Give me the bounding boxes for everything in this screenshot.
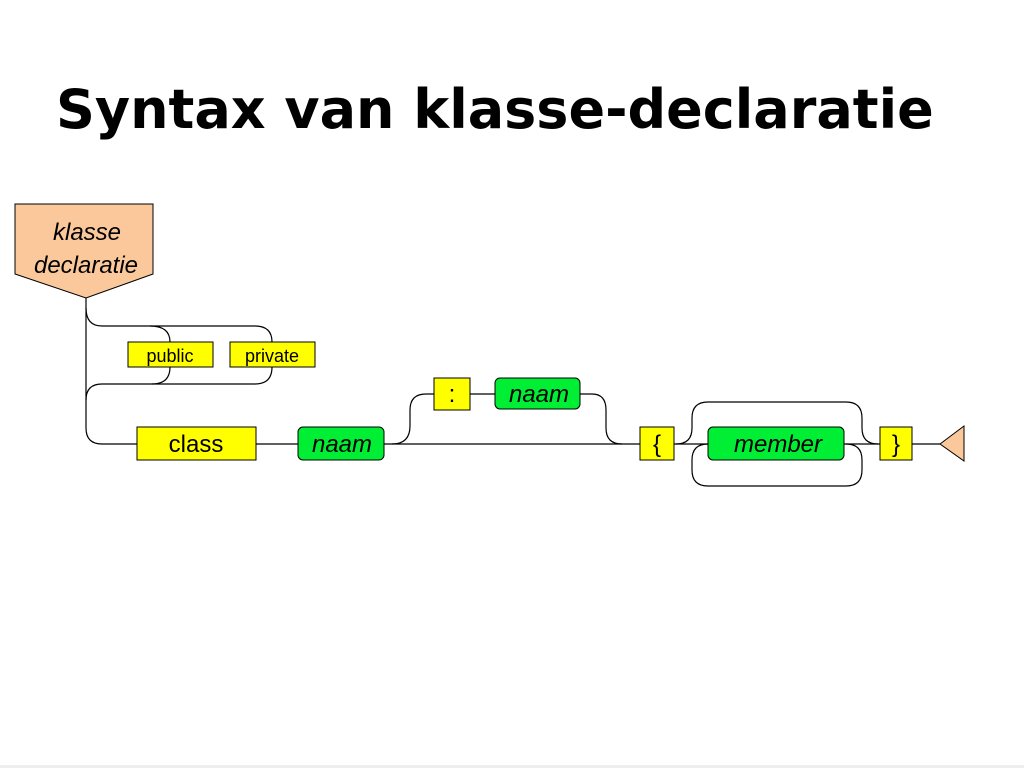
terminal-class: class: [136, 426, 257, 461]
bottom-strip: [0, 765, 1024, 768]
terminal-close-brace: }: [879, 426, 913, 461]
terminal-private: private: [229, 341, 316, 368]
start-label-line1: klasse: [53, 219, 121, 246]
start-label-line2: declaratie: [34, 252, 138, 279]
connector-lines: [85, 298, 940, 487]
trunk-line: [85, 298, 137, 445]
nonterminal-member-label: member: [734, 431, 823, 458]
nonterminal-member: member: [707, 426, 845, 461]
terminal-colon-label: :: [449, 381, 456, 408]
start-node-shape: [14, 203, 154, 299]
private-exit-curve: [85, 366, 273, 401]
terminal-open-brace-label: {: [653, 431, 661, 458]
terminal-private-label: private: [245, 346, 299, 366]
member-repeat-loop: [691, 443, 863, 487]
terminal-public: public: [127, 341, 214, 368]
terminal-public-label: public: [146, 346, 193, 366]
inherit-entry-line: [391, 393, 434, 445]
slide-title: Syntax van klasse-declaratie: [56, 78, 934, 141]
public-exit-curve: [151, 366, 171, 385]
modifier-entry-line: [85, 307, 273, 343]
public-entry-curve: [149, 325, 171, 343]
terminal-open-brace: {: [639, 426, 675, 461]
end-node-triangle: [939, 425, 965, 462]
terminal-colon: :: [433, 377, 471, 411]
nonterminal-naam-after-colon: naam: [494, 377, 581, 410]
inherit-exit-line: [580, 393, 623, 445]
terminal-close-brace-label: }: [892, 431, 900, 458]
member-bypass-loop: [675, 401, 879, 445]
terminal-class-label: class: [169, 431, 224, 458]
nonterminal-naam-label: naam: [312, 431, 372, 458]
start-node-klasse-declaratie: klasse declaratie: [14, 203, 154, 299]
nonterminal-naam-after-class: naam: [297, 426, 385, 461]
nonterminal-naam-superclass-label: naam: [509, 381, 569, 408]
